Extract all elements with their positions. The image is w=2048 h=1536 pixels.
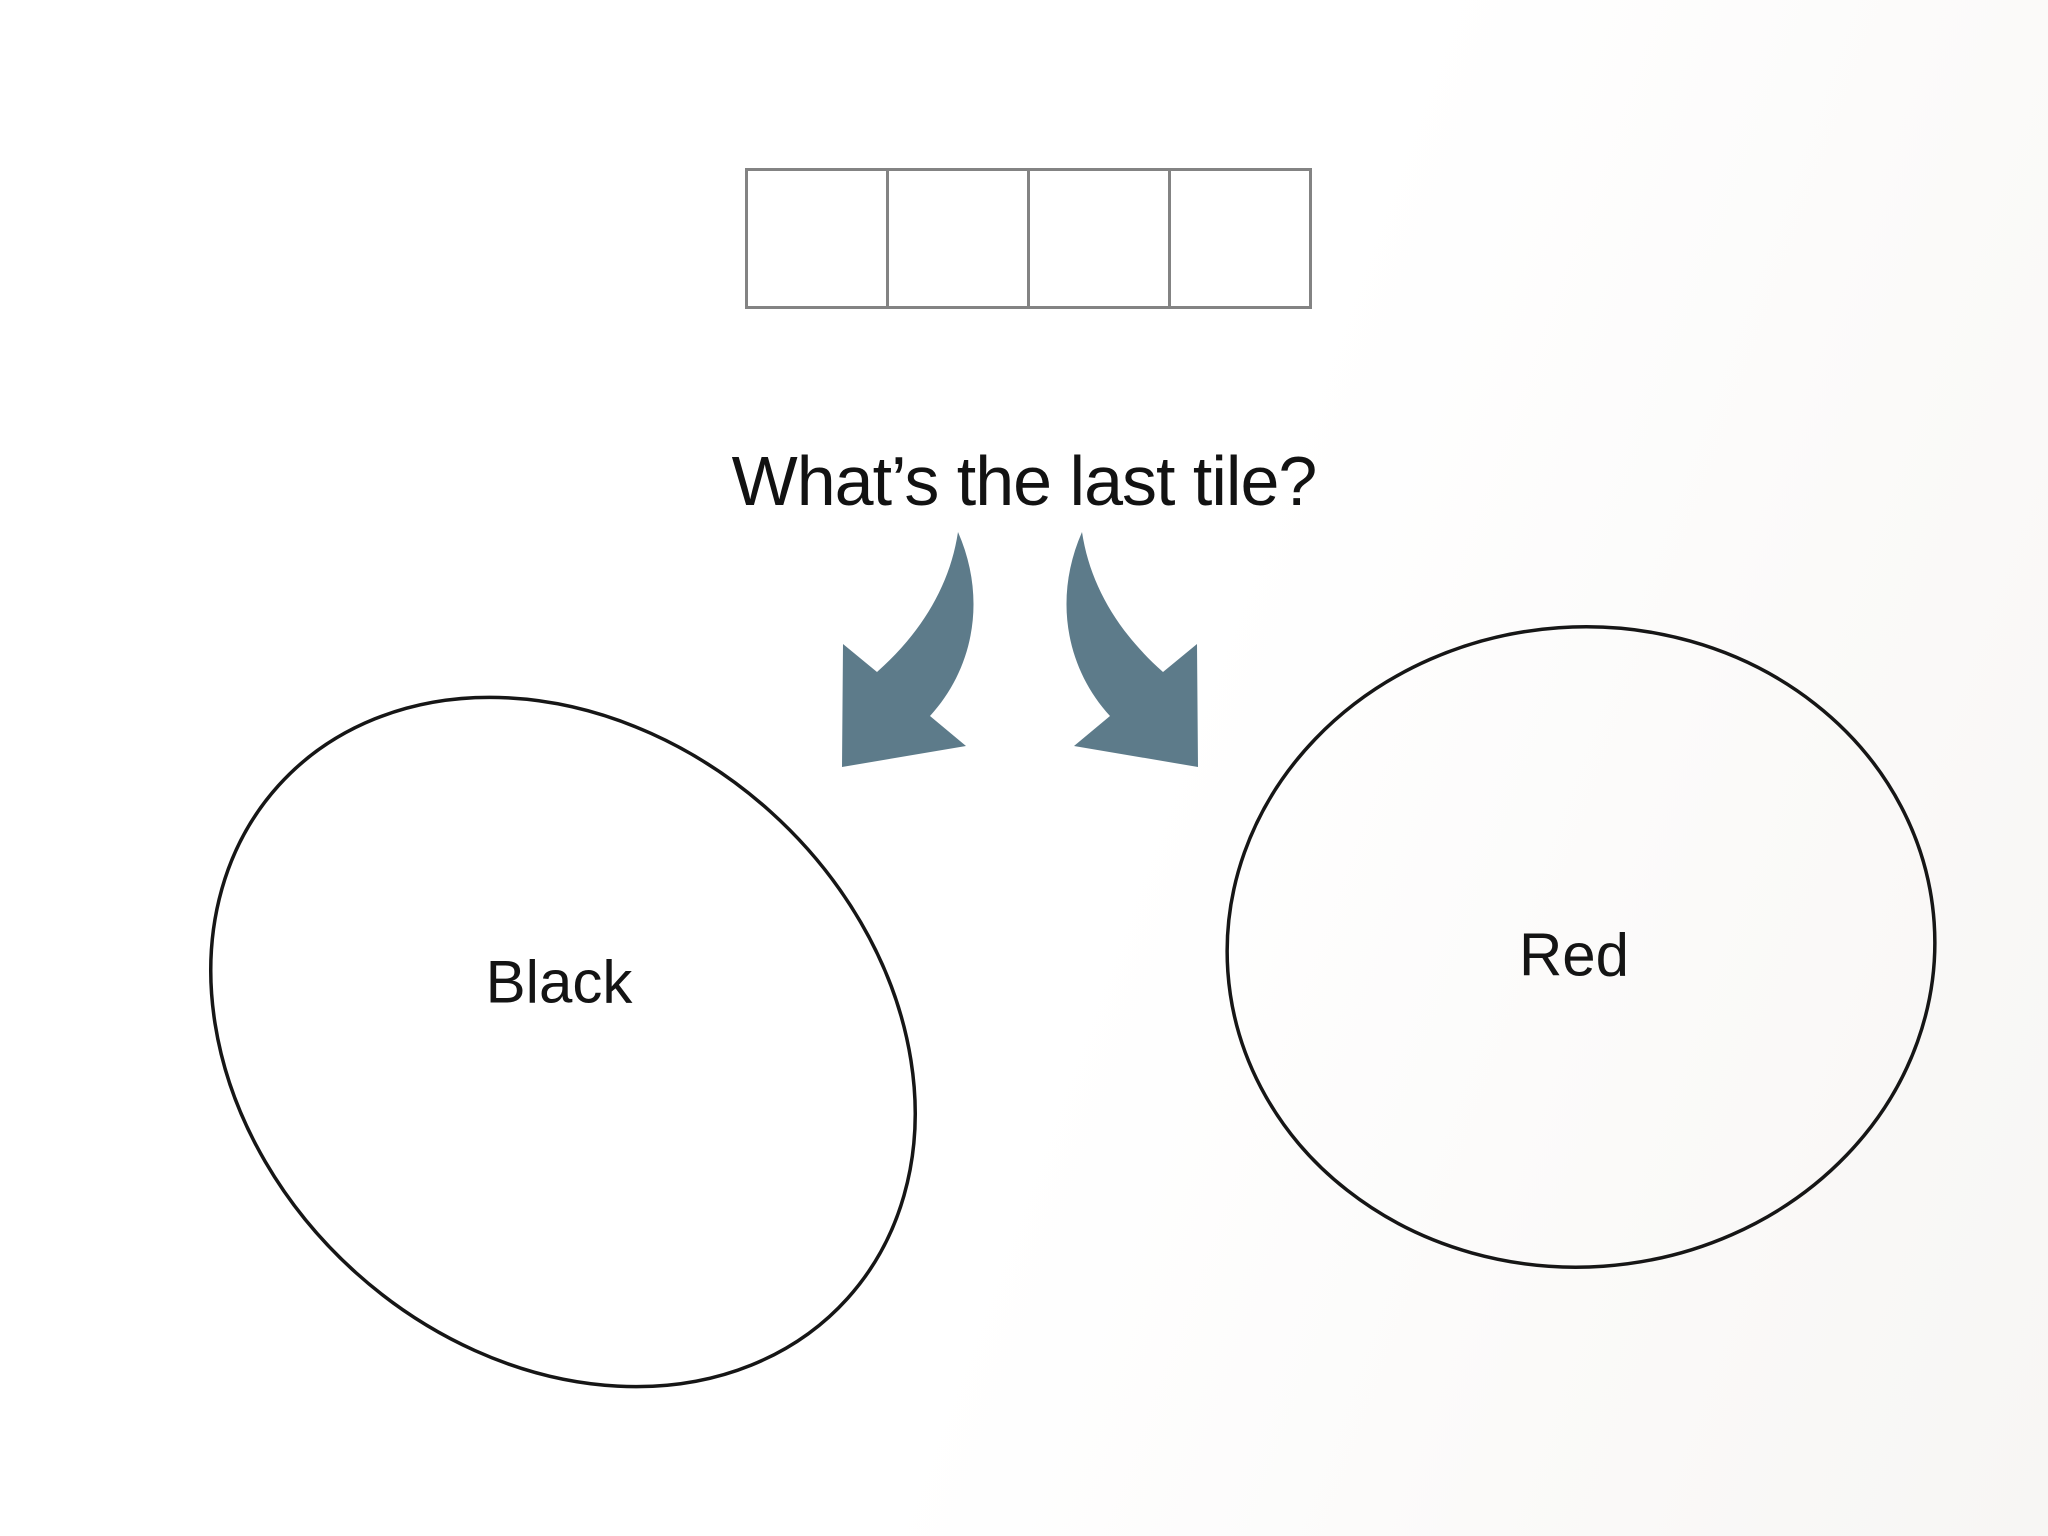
tile-slot-1[interactable]: [748, 171, 886, 306]
black-category-oval[interactable]: [71, 555, 1055, 1528]
tile-slot-4[interactable]: [1168, 171, 1309, 306]
black-category-label: Black: [485, 948, 633, 1016]
tile-slot-3[interactable]: [1027, 171, 1168, 306]
curved-arrow-down-left-icon: [842, 532, 974, 767]
question-title: What’s the last tile?: [731, 442, 1318, 520]
curved-arrow-down-right-icon: [1066, 532, 1198, 767]
red-category-oval[interactable]: [1206, 603, 1957, 1291]
red-category-label: Red: [1518, 921, 1630, 989]
tile-slot-2[interactable]: [886, 171, 1027, 306]
tile-strip: [745, 168, 1312, 309]
